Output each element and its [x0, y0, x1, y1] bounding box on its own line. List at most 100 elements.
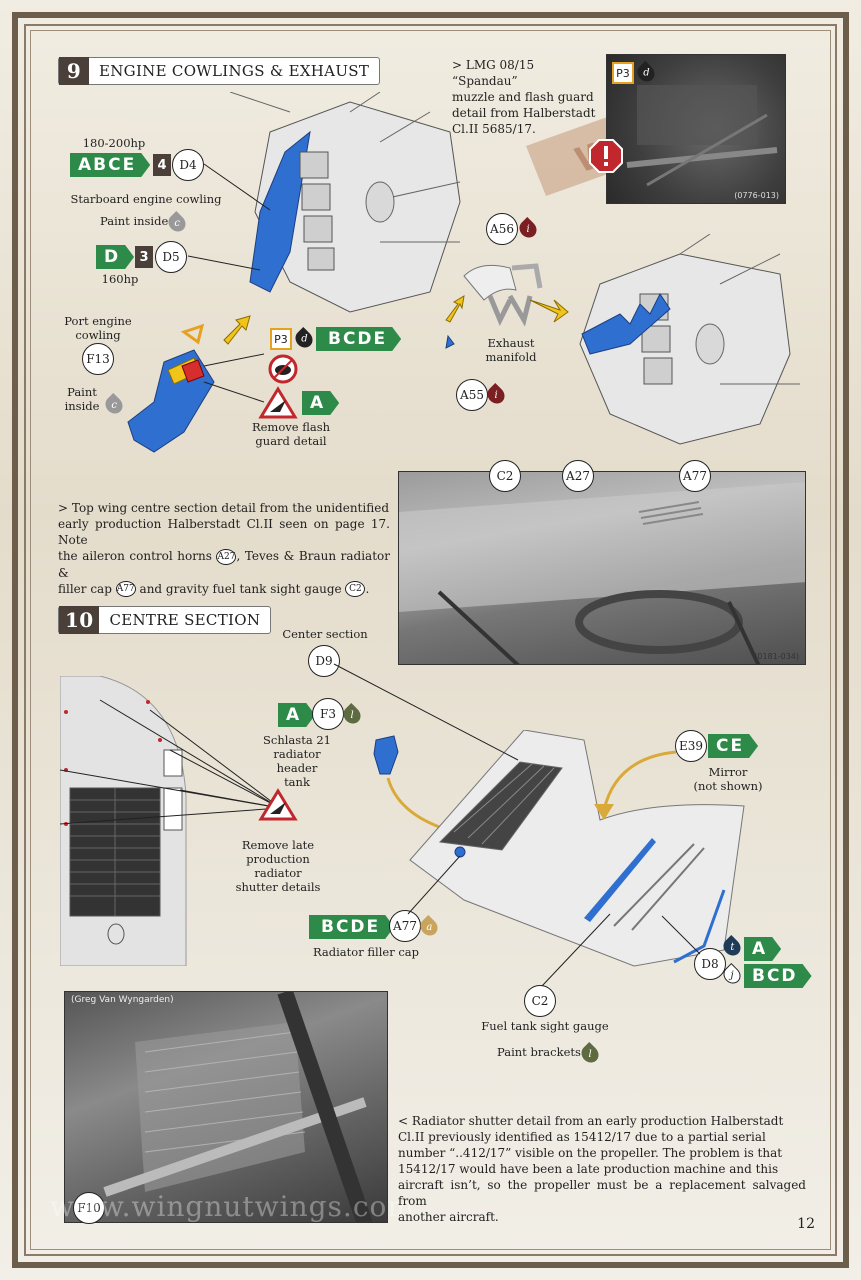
c2-leader	[541, 913, 611, 987]
paint-brackets-label: Paint brackets	[497, 1045, 581, 1059]
radiator-shutter-photo: (Greg Van Wyngarden)	[64, 991, 388, 1223]
photo-credit: (Greg Van Wyngarden)	[71, 995, 174, 1005]
part-callout-d9: D9	[308, 645, 340, 677]
section-number: 10	[59, 606, 100, 634]
caption-line3b: , Teves & Braun radiator &	[58, 549, 390, 580]
centre-section-wing-drawing	[409, 730, 745, 967]
d8-leader	[661, 915, 701, 955]
section-10-header: 10 CENTRE SECTION	[58, 606, 272, 634]
shutter-line5: aircraft isn’t, so the propeller must be…	[398, 1178, 806, 1208]
header-tank-drawing	[373, 735, 460, 840]
page-number: 12	[797, 1216, 815, 1232]
version-tag-ce: CE	[708, 734, 758, 758]
part-callout-c2: C2	[524, 985, 556, 1017]
d9-leader-line	[333, 663, 519, 761]
paint-code: a	[426, 921, 432, 933]
part-callout-a77: A77	[389, 910, 421, 942]
warning-triangle-icon	[258, 788, 298, 821]
top-wing-photo: (0181-034)	[398, 471, 806, 665]
paint-code: c	[111, 399, 117, 411]
photo-reference: (0181-034)	[754, 652, 799, 661]
spandau-photo: (0776-013)	[606, 54, 786, 204]
exhaust-line1: Exhaust	[487, 336, 535, 350]
exhaust-manifold-label: Exhaust manifold	[476, 336, 546, 364]
quantity-badge: 4	[153, 154, 171, 176]
port-cowling-label: Port engine cowling	[58, 314, 138, 342]
photo-etch-part-p3: P3	[270, 328, 292, 350]
ref-callout-a27: A27	[216, 548, 237, 565]
remove-flash-line1: Remove flash	[251, 420, 331, 434]
part-callout-d5: D5	[155, 241, 187, 273]
mirror-line2: (not shown)	[693, 779, 763, 793]
part-callout-a27: A27	[562, 460, 594, 492]
quantity-badge: 3	[135, 246, 153, 268]
part-callout-a55: A55	[456, 379, 488, 411]
ref-callout-a77: A77	[115, 581, 136, 597]
remove-late-line3: radiator	[254, 866, 302, 880]
mirror-line1: Mirror	[708, 765, 748, 779]
version-tag-bcde: BCDE	[316, 327, 401, 351]
part-callout-a77: A77	[679, 460, 711, 492]
fuel-tank-gauge-label: Fuel tank sight gauge	[481, 1019, 609, 1033]
part-callout-c2: C2	[489, 460, 521, 492]
version-tag-d: D	[96, 245, 134, 269]
part-callout-d4: D4	[172, 149, 204, 181]
version-tag-bcd: BCD	[744, 964, 812, 988]
schlasta-line2: radiator header	[273, 747, 321, 775]
engine-with-exhaust-drawing	[579, 234, 800, 445]
remove-late-line2: production	[246, 852, 310, 866]
warning-octagon-icon	[589, 139, 623, 173]
page-border-inner	[24, 24, 837, 1256]
schlasta-line3: tank	[284, 775, 310, 789]
animal-warning-icon	[268, 354, 298, 384]
section-9-header: 9 ENGINE COWLINGS & EXHAUST	[58, 57, 381, 85]
part-callout-f10: F10	[73, 1192, 105, 1224]
radiator-filler-cap-label: Radiator filler cap	[312, 945, 419, 959]
caption-line1: > Top wing centre section detail from th…	[58, 501, 389, 515]
engine-cowling-drawing	[230, 92, 461, 313]
paint-code: d	[300, 333, 308, 345]
section-number: 9	[59, 57, 89, 85]
port-cowling-line1: Port engine	[64, 314, 132, 328]
version-tag-a: A	[278, 703, 315, 727]
paint-inside-label: Paint inside	[100, 214, 169, 228]
caption-line4c: .	[365, 581, 370, 596]
schlasta-tank-label: Schlasta 21 radiator header tank	[252, 733, 342, 789]
spandau-caption: > LMG 08/15 “Spandau” muzzle and flash g…	[452, 57, 602, 137]
page-border-inner-line	[30, 30, 831, 1250]
photo-texture	[626, 85, 778, 187]
top-wing-caption: > Top wing centre section detail from th…	[58, 500, 390, 597]
paint-code: l	[588, 1048, 592, 1060]
paint-line1: Paint	[67, 385, 97, 399]
page-border-outer	[12, 12, 849, 1268]
port-paint-inside-label: Paint inside	[62, 385, 102, 413]
section-title: CENTRE SECTION	[109, 611, 261, 629]
website-watermark: www.wingnutwings.com	[50, 1190, 415, 1223]
shutter-line4: 15412/17 would have been a late producti…	[398, 1162, 779, 1176]
spandau-line2: muzzle and flash guard	[452, 90, 594, 104]
leader-lines	[187, 163, 271, 271]
paint-code: t	[729, 941, 735, 953]
remove-flash-line2: guard detail	[255, 434, 327, 448]
paint-code: i	[526, 223, 530, 235]
photo-etch-part-p3: P3	[612, 62, 634, 84]
radiator-shutter-caption: < Radiator shutter detail from an early …	[398, 1113, 806, 1225]
paint-line2: inside	[64, 399, 100, 413]
part-callout-a56: A56	[486, 213, 518, 245]
center-section-label: Center section	[282, 627, 368, 641]
schlasta-line1: Schlasta 21	[263, 733, 331, 747]
exhaust-line2: manifold	[485, 350, 537, 364]
starboard-cowling-label: Starboard engine cowling	[70, 192, 222, 206]
port-cowling-drawing	[127, 323, 264, 453]
section-title: ENGINE COWLINGS & EXHAUST	[99, 62, 370, 80]
spandau-line1: > LMG 08/15 “Spandau”	[452, 58, 535, 88]
arrow-icon	[223, 315, 251, 345]
hp-label-160: 160hp	[101, 272, 139, 286]
warning-triangle-icon	[258, 386, 298, 419]
part-callout-f3: F3	[312, 698, 344, 730]
port-cowling-line2: cowling	[75, 328, 121, 342]
part-callout-f13: F13	[82, 343, 114, 375]
paint-code: d	[642, 67, 650, 79]
shutter-line3: number “..412/17” visible on the propell…	[398, 1146, 783, 1160]
spandau-line4: Cl.II 5685/17.	[452, 122, 536, 136]
